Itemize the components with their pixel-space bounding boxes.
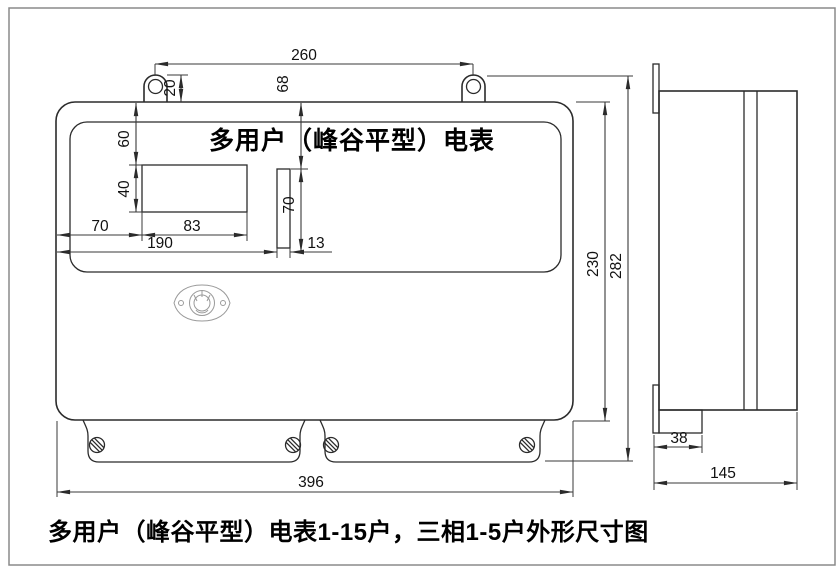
side-body-outline	[658, 90, 798, 411]
terminal-cover-right	[319, 419, 546, 463]
drawing-caption: 多用户（峰谷平型）电表1-15户，三相1-5户外形尺寸图	[48, 518, 649, 546]
dim-label-68: 68	[275, 75, 292, 92]
side-view	[652, 63, 798, 434]
side-dimensions: 38 145	[653, 412, 798, 490]
dim-label-230: 230	[585, 251, 602, 277]
dim-label-282: 282	[608, 253, 625, 279]
screw-2	[284, 436, 302, 454]
lead-seal-emblem	[173, 284, 231, 322]
dim-label-38: 38	[670, 430, 687, 447]
dim-label-13: 13	[307, 235, 324, 252]
dim-label-260: 260	[291, 47, 317, 64]
front-view: 多用户（峰谷平型）电表	[55, 74, 574, 463]
dim-label-190: 190	[147, 235, 173, 252]
dim-label-396: 396	[298, 474, 324, 491]
screw-3	[322, 436, 340, 454]
screw-4	[518, 436, 536, 454]
dim-label-83: 83	[183, 218, 200, 235]
dim-label-20: 20	[162, 79, 179, 97]
screw-1	[88, 436, 106, 454]
meter-body-outline	[55, 101, 574, 421]
side-mounting-flange-bottom	[652, 384, 660, 434]
display-window	[141, 164, 248, 213]
dim-label-145: 145	[710, 465, 736, 482]
mounting-hole-left	[147, 78, 164, 95]
dim-label-70-left: 70	[91, 218, 109, 235]
dim-label-60: 60	[116, 130, 133, 148]
narrow-window	[276, 168, 291, 249]
side-mounting-flange-top	[652, 63, 660, 114]
drawing-title: 多用户（峰谷平型）电表	[209, 126, 495, 155]
mounting-hole-right	[465, 78, 482, 95]
dim-label-40: 40	[116, 180, 133, 198]
front-dimensions: 260 20 68 60 40 70 70 83 190	[56, 47, 633, 497]
dim-label-70-window: 70	[281, 196, 298, 214]
meter-cover-face	[69, 121, 562, 273]
terminal-cover-left	[82, 419, 306, 463]
page-border-frame	[8, 7, 836, 566]
